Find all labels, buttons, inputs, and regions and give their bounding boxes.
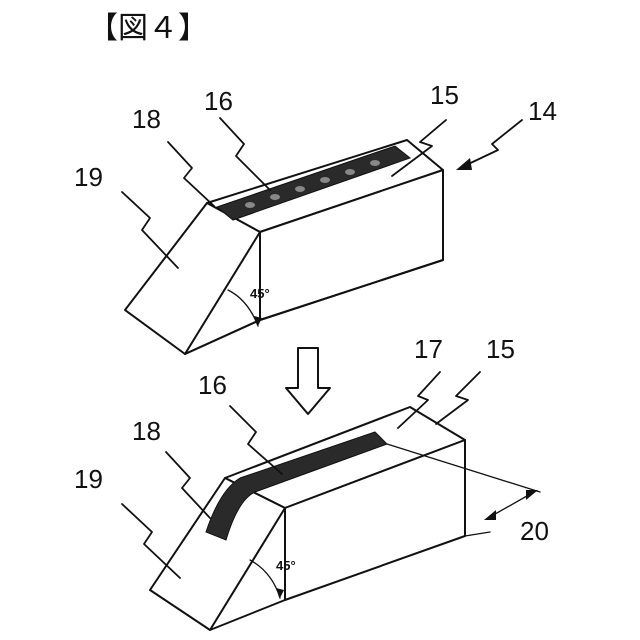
- label-17: 17: [414, 334, 443, 364]
- process-arrow-down: [286, 348, 330, 414]
- dim-arrow-right: [526, 490, 538, 500]
- top-angle-label: 45°: [250, 286, 270, 301]
- top-block: 45° 19 18 16 15 14: [74, 80, 557, 354]
- dim-arrow-left: [484, 510, 496, 520]
- label-16-bottom: 16: [198, 370, 227, 400]
- label-18-top: 18: [132, 104, 161, 134]
- leader-16-top: [220, 118, 270, 190]
- leader-18-top: [168, 142, 214, 206]
- leader-18-bottom: [166, 452, 210, 518]
- figure-title: 【図４】: [88, 11, 208, 46]
- label-20: 20: [520, 516, 549, 546]
- leader-15-bottom: [436, 372, 480, 424]
- label-19-top: 19: [74, 162, 103, 192]
- dim-line-lower: [465, 532, 490, 536]
- bottom-angle-arrow: [276, 588, 284, 598]
- arrow-14: [456, 158, 472, 170]
- label-15-bottom: 15: [486, 334, 515, 364]
- label-18-bottom: 18: [132, 416, 161, 446]
- label-14: 14: [528, 96, 557, 126]
- label-16-top: 16: [204, 86, 233, 116]
- label-19-bottom: 19: [74, 464, 103, 494]
- bottom-angle-label: 45°: [276, 558, 296, 573]
- label-15-top: 15: [430, 80, 459, 110]
